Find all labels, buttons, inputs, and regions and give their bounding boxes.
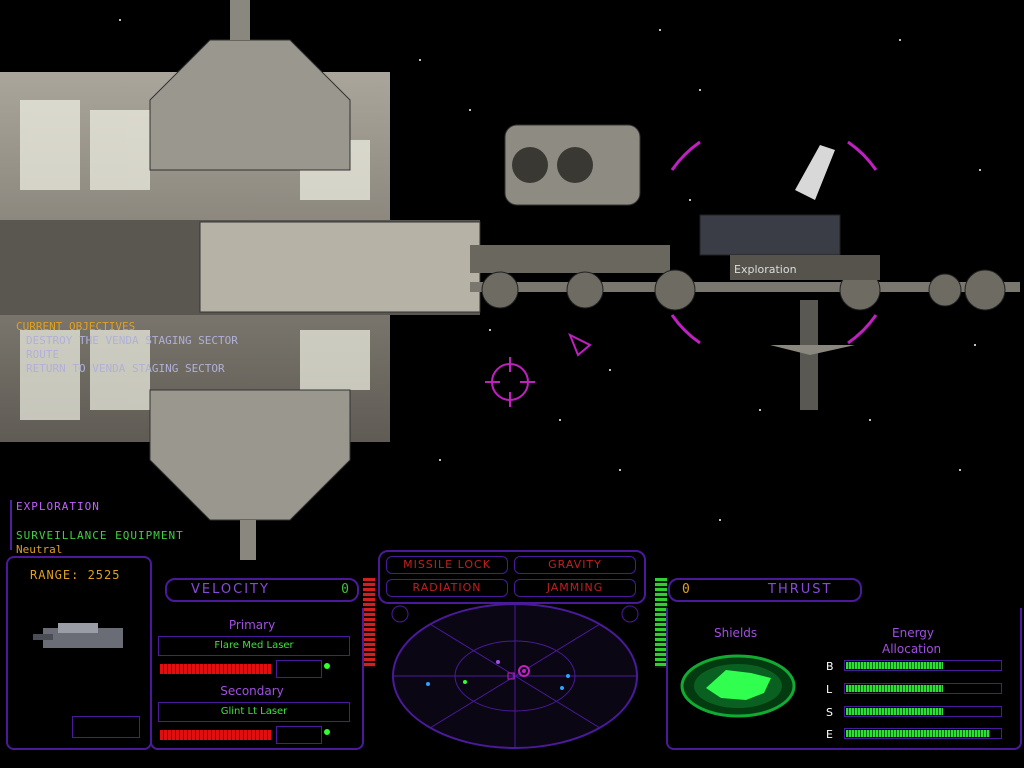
target-info-bar — [10, 500, 12, 550]
velocity-meter — [363, 578, 375, 668]
target-iff: Neutral — [16, 543, 63, 556]
velocity-label: VELOCITY — [191, 582, 270, 597]
aiming-reticle — [485, 357, 535, 407]
radar-scope — [391, 603, 639, 749]
energy-key-s: S — [826, 706, 833, 719]
target-ship-icon — [33, 623, 123, 648]
energy-bar-b[interactable] — [844, 660, 1002, 671]
energy-key-e: E — [826, 728, 833, 741]
secondary-label: Secondary — [220, 684, 284, 698]
warning-panel: MISSILE LOCK GRAVITY RADIATION JAMMING — [378, 550, 646, 604]
energy-bar-e[interactable] — [844, 728, 1002, 739]
target-brackets — [485, 140, 878, 407]
jamming-light: JAMMING — [514, 579, 636, 597]
energy-key-l: L — [826, 683, 833, 696]
target-range: RANGE: 2525 — [30, 568, 121, 582]
thrust-meter — [655, 578, 667, 668]
primary-label: Primary — [228, 618, 276, 632]
shields-label: Shields — [714, 626, 758, 640]
space-station — [0, 0, 1020, 560]
target-cargo: SURVEILLANCE EQUIPMENT — [16, 529, 184, 542]
objective-line: ROUTE — [26, 348, 60, 361]
target-name: EXPLORATION — [16, 500, 100, 513]
thrust-gauge: 0 THRUST — [668, 578, 862, 602]
target-callout: Exploration — [734, 263, 797, 276]
weapons-panel: Primary Flare Med Laser Secondary Glint … — [150, 608, 364, 750]
radiation-light: RADIATION — [386, 579, 508, 597]
velocity-gauge: VELOCITY 0 — [165, 578, 359, 602]
shields-energy-panel: Shields Energy Allocation B L S E — [666, 608, 1022, 750]
radar-contacts — [426, 660, 570, 690]
velocity-value: 0 — [341, 582, 349, 597]
objectives-overlay: CURRENT OBJECTIVES DESTROY THE VENDA STA… — [16, 320, 238, 376]
primary-weapon: Flare Med Laser — [158, 636, 350, 656]
primary-ammo-bar — [160, 664, 272, 674]
objective-line: DESTROY THE VENDA STAGING SECTOR — [26, 334, 238, 347]
primary-status-box — [276, 660, 322, 678]
energy-bar-l[interactable] — [844, 683, 1002, 694]
secondary-ammo-bar — [160, 730, 272, 740]
target-hull-box — [72, 716, 140, 738]
missile-lock-light: MISSILE LOCK — [386, 556, 508, 574]
objective-line: RETURN TO VENDA STAGING SECTOR — [26, 362, 225, 375]
secondary-ready-indicator — [324, 729, 330, 735]
target-direction-indicator — [568, 332, 592, 357]
thrust-label: THRUST — [768, 582, 833, 597]
objectives-header: CURRENT OBJECTIVES — [16, 320, 136, 333]
thrust-value: 0 — [682, 582, 690, 597]
energy-label-1: Energy — [892, 626, 935, 640]
primary-ready-indicator — [324, 663, 330, 669]
energy-key-b: B — [826, 660, 834, 673]
shield-display — [680, 654, 796, 718]
gravity-light: GRAVITY — [514, 556, 636, 574]
secondary-weapon: Glint Lt Laser — [158, 702, 350, 722]
target-display-panel: RANGE: 2525 — [6, 556, 152, 750]
energy-bar-s[interactable] — [844, 706, 1002, 717]
energy-label-2: Allocation — [882, 642, 942, 656]
secondary-status-box — [276, 726, 322, 744]
